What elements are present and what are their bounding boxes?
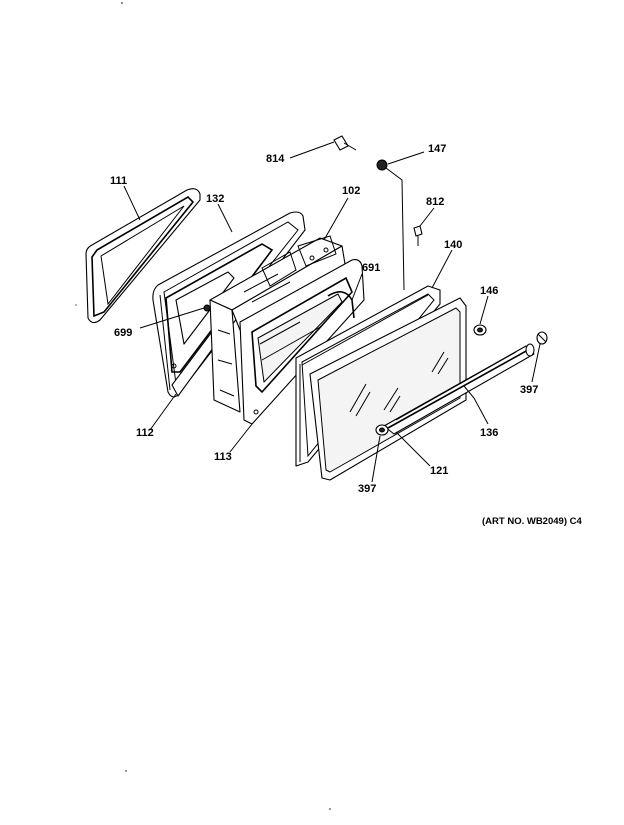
part-147-washer (376, 159, 388, 171)
callout-140: 140 (444, 239, 462, 251)
callout-121: 121 (430, 465, 448, 477)
leader-lines (123, 141, 541, 483)
part-397-screw-right (536, 331, 548, 345)
callout-136: 136 (480, 427, 498, 439)
callout-699: 699 (114, 327, 132, 339)
part-397-screw-bottom (375, 424, 389, 436)
callout-132: 132 (206, 193, 224, 205)
callout-147: 147 (428, 143, 446, 155)
art-number-note: (ART NO. WB2049) C4 (482, 516, 582, 527)
part-136-handle (383, 343, 535, 435)
part-146-bushing (473, 324, 487, 336)
callout-113: 113 (214, 451, 232, 463)
part-111-gasket (85, 188, 201, 324)
part-812-screw (413, 225, 423, 246)
scan-specks (75, 2, 331, 810)
callout-691: 691 (362, 262, 380, 274)
callout-146: 146 (480, 285, 498, 297)
hinge-rod-line (385, 167, 405, 291)
callout-112: 112 (136, 427, 154, 439)
part-113-inner-panel (239, 259, 365, 425)
callout-397-bottom: 397 (358, 483, 376, 495)
callout-814: 814 (266, 153, 285, 165)
callout-111: 111 (110, 175, 127, 187)
part-102-insulation-box (209, 235, 347, 413)
callout-812: 812 (426, 196, 444, 208)
part-814-screw (333, 135, 357, 151)
part-121-glass (309, 297, 467, 481)
callout-397-right: 397 (520, 384, 538, 396)
callout-102: 102 (342, 185, 360, 197)
